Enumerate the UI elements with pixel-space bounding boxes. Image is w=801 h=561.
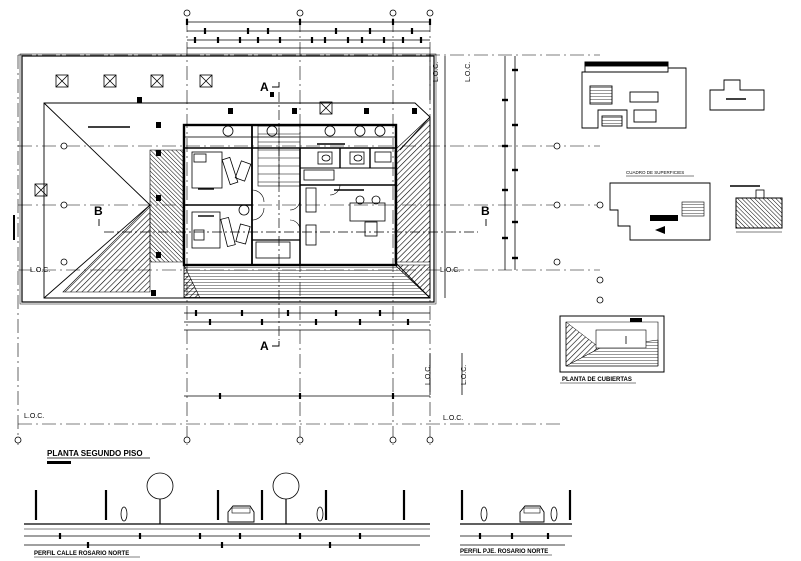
top-dimension-chains (185, 19, 432, 49)
svg-text:PLANTA DE CUBIERTAS: PLANTA DE CUBIERTAS (562, 377, 632, 383)
location-plan (581, 61, 687, 129)
svg-text:L.O.C.: L.O.C. (30, 267, 50, 274)
svg-text:L.O.C.: L.O.C. (465, 62, 472, 82)
terrace-band (183, 124, 397, 138)
loc-labels: L.O.C. L.O.C. L.O.C. L.O.C. L.O.C. L.O.C… (24, 62, 472, 422)
street-profile-left-title: PERFIL CALLE ROSARIO NORTE (34, 551, 140, 558)
axis-markers (14, 9, 604, 444)
svg-text:B: B (94, 204, 103, 218)
svg-text:L.O.C.: L.O.C. (425, 365, 432, 385)
svg-text:CUADRO DE SUPERFICIES: CUADRO DE SUPERFICIES (626, 170, 684, 175)
svg-text:L.O.C.: L.O.C. (461, 365, 468, 385)
roof-plan-figure: PLANTA DE CUBIERTAS (559, 315, 665, 384)
section-marker-a-bottom: A (260, 339, 280, 353)
roof-vents (34, 74, 333, 197)
door-swings (251, 184, 341, 231)
svg-text:B: B (481, 204, 490, 218)
svg-text:L.O.C.: L.O.C. (24, 413, 44, 420)
bottom-dimension-chains (184, 310, 430, 399)
svg-text:PLANTA SEGUNDO PISO: PLANTA SEGUNDO PISO (47, 449, 143, 458)
plan-title-block: PLANTA SEGUNDO PISO (47, 449, 150, 464)
area-table: CUADRO DE SUPERFICIES (609, 170, 711, 241)
site-boundary (13, 53, 437, 305)
svg-text:A: A (260, 80, 269, 94)
svg-text:L.O.C.: L.O.C. (433, 62, 440, 82)
roof-hatch (62, 116, 431, 299)
svg-text:L.O.C.: L.O.C. (443, 415, 463, 422)
street-profile-right (460, 490, 572, 546)
grid-axes (17, 18, 600, 445)
furniture (191, 151, 392, 259)
svg-text:A: A (260, 339, 269, 353)
street-profile-right-title: PERFIL PJE. ROSARIO NORTE (460, 549, 552, 556)
svg-text:PERFIL CALLE ROSARIO NORTE: PERFIL CALLE ROSARIO NORTE (34, 551, 129, 557)
svg-text:PERFIL PJE. ROSARIO NORTE: PERFIL PJE. ROSARIO NORTE (460, 549, 548, 555)
section-marker-a-top: A (260, 80, 280, 94)
street-profile-left (24, 472, 430, 548)
section-marker-b-right: B (481, 204, 490, 226)
building-outline-small (709, 79, 765, 111)
room-labels (88, 126, 364, 217)
svg-text:L.O.C.: L.O.C. (440, 267, 460, 274)
detail-hatched-block (730, 185, 783, 233)
column-marks (137, 92, 417, 296)
section-marker-b-left: B (94, 204, 103, 226)
section-cut-lines (104, 92, 478, 340)
right-dimension-chains (429, 54, 518, 395)
